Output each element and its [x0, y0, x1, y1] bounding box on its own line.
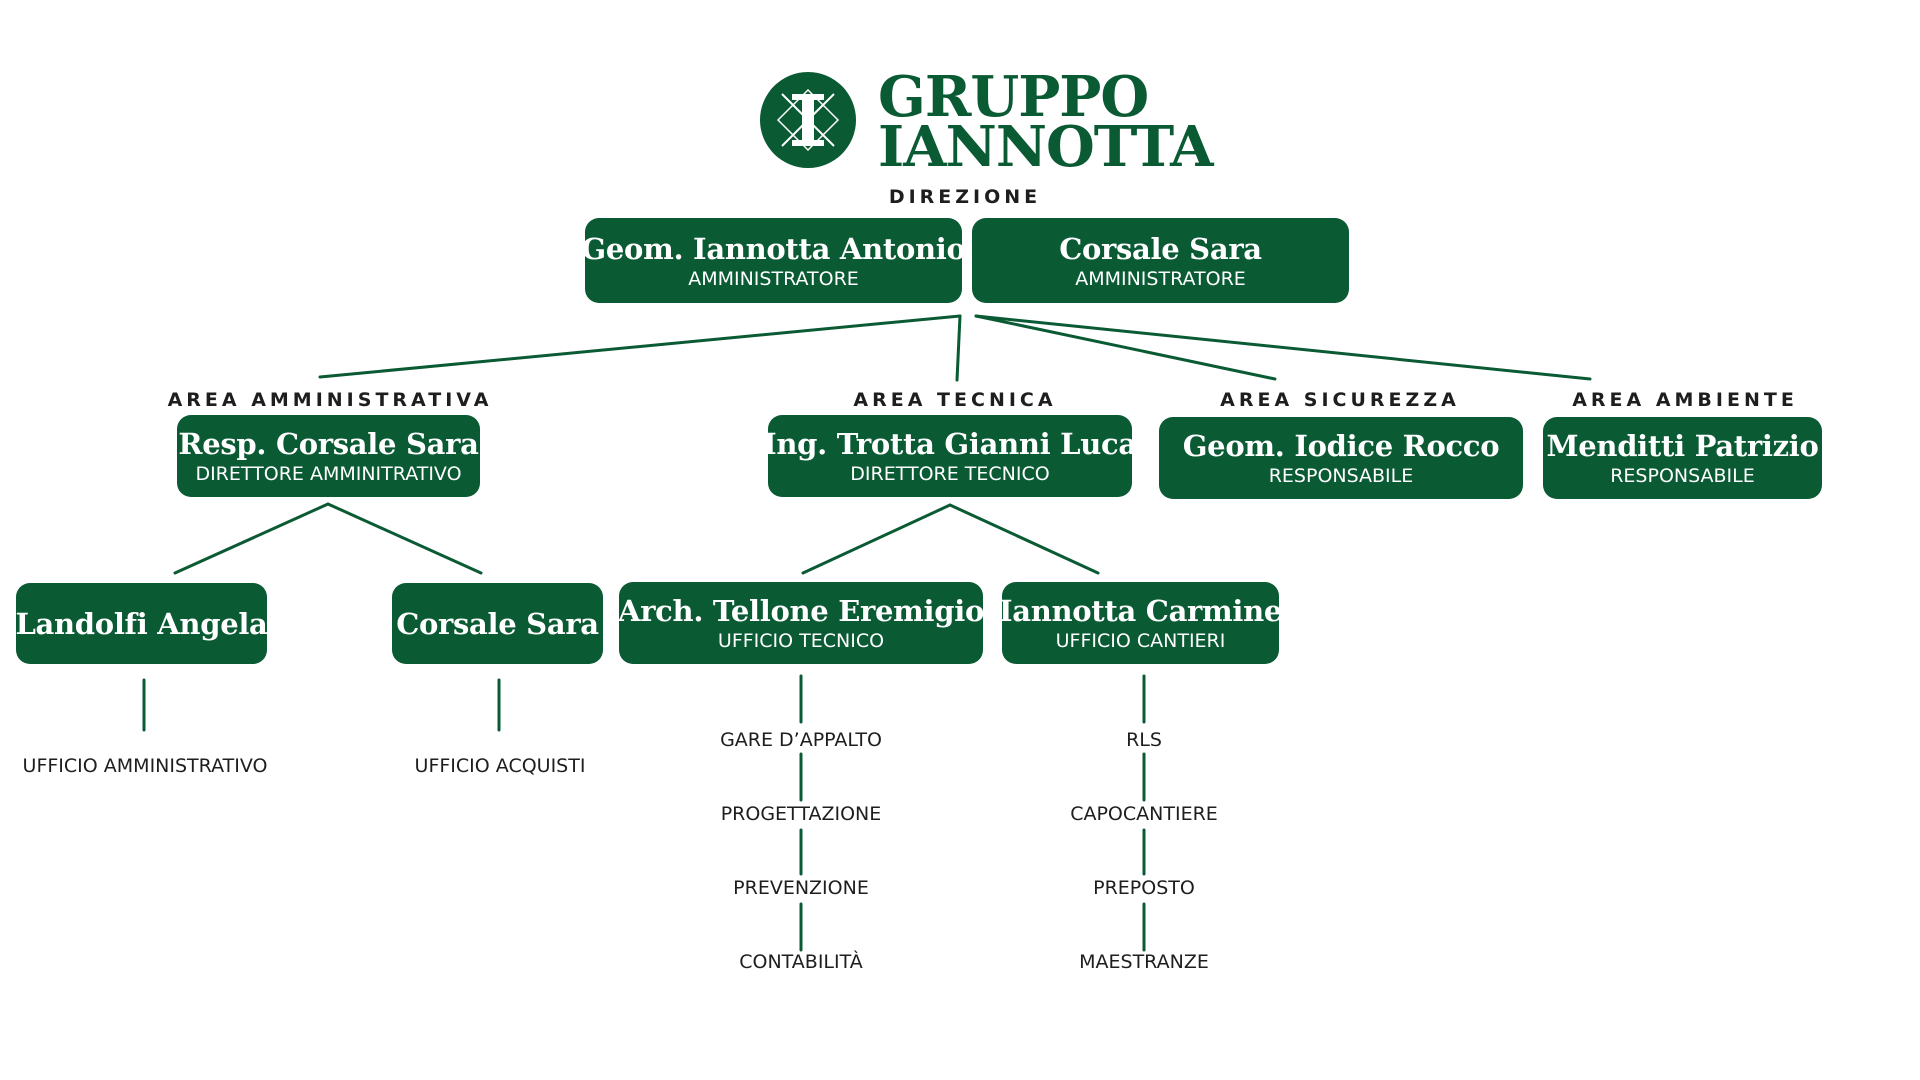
- ufficio-tecnico-item: CONTABILITÀ: [739, 951, 863, 973]
- brand-name-line1: GRUPPO: [878, 64, 1149, 130]
- staff-box-iannotta-carmine: Iannotta Carmine UFFICIO CANTIERI: [998, 582, 1283, 664]
- ufficio-tecnico-item: PREVENZIONE: [733, 877, 869, 899]
- person-name: Corsale Sara: [1059, 231, 1262, 266]
- direzione-person-box: Corsale Sara AMMINISTRATORE: [972, 218, 1349, 303]
- staff-box-corsale: Corsale Sara: [392, 583, 603, 664]
- person-role: DIRETTORE AMMINITRATIVO: [195, 463, 462, 485]
- person-role: RESPONSABILE: [1610, 465, 1755, 487]
- person-role: AMMINISTRATORE: [688, 267, 859, 290]
- connector-line: [326, 502, 483, 575]
- area-ambiente-label: AREA AMBIENTE: [1572, 389, 1798, 411]
- direzione-person-box: Geom. Iannotta Antonio AMMINISTRATORE: [581, 218, 966, 303]
- person-role: AMMINISTRATORE: [1075, 267, 1246, 290]
- monogram-i-icon: [760, 72, 856, 168]
- ufficio-cantieri-item: PREPOSTO: [1093, 877, 1195, 899]
- connector-line: [974, 314, 1592, 381]
- person-name: Landolfi Angela: [15, 606, 268, 641]
- connector-line: [801, 503, 952, 575]
- brand-logo: [760, 72, 856, 168]
- area-tecnica-label: AREA TECNICA: [853, 389, 1057, 411]
- connector-line: [173, 502, 330, 575]
- area-tecnica-head-box: Ing. Trotta Gianni Luca DIRETTORE TECNIC…: [763, 415, 1137, 497]
- connector-line: [955, 314, 962, 382]
- area-sicurezza-label: AREA SICUREZZA: [1220, 389, 1460, 411]
- connector-line: [948, 503, 1100, 575]
- person-name: Arch. Tellone Eremigio: [618, 594, 984, 628]
- staff-box-tellone: Arch. Tellone Eremigio UFFICIO TECNICO: [618, 582, 984, 664]
- ufficio-cantieri-item: CAPOCANTIERE: [1070, 803, 1218, 825]
- person-name: Corsale Sara: [396, 606, 599, 641]
- person-name: Geom. Iannotta Antonio: [581, 231, 966, 266]
- staff-box-landolfi: Landolfi Angela: [15, 583, 268, 664]
- connector-line: [974, 314, 1277, 381]
- office-label: UFFICIO AMMINISTRATIVO: [22, 755, 268, 777]
- person-name: Geom. Iodice Rocco: [1182, 429, 1500, 463]
- office-label: UFFICIO ACQUISTI: [414, 755, 586, 777]
- ufficio-tecnico-item: PROGETTAZIONE: [720, 803, 882, 825]
- connector-line: [318, 314, 962, 379]
- person-role: UFFICIO CANTIERI: [1055, 630, 1226, 652]
- ufficio-tecnico-item: GARE D’APPALTO: [720, 729, 882, 751]
- person-name: Menditti Patrizio: [1546, 429, 1819, 463]
- person-role: UFFICIO TECNICO: [717, 630, 885, 652]
- person-role: RESPONSABILE: [1268, 465, 1414, 487]
- area-sicurezza-head-box: Geom. Iodice Rocco RESPONSABILE: [1159, 417, 1523, 499]
- direzione-label: DIREZIONE: [888, 186, 1042, 208]
- area-amministrativa-label: AREA AMMINISTRATIVA: [167, 389, 493, 411]
- person-name: Resp. Corsale Sara: [178, 427, 479, 461]
- person-name: Iannotta Carmine: [998, 594, 1283, 628]
- area-ambiente-head-box: Menditti Patrizio RESPONSABILE: [1543, 417, 1822, 499]
- ufficio-cantieri-item: MAESTRANZE: [1079, 951, 1209, 973]
- person-role: DIRETTORE TECNICO: [850, 463, 1050, 485]
- ufficio-cantieri-item: RLS: [1126, 729, 1162, 751]
- area-amministrativa-head-box: Resp. Corsale Sara DIRETTORE AMMINITRATI…: [177, 415, 480, 497]
- person-name: Ing. Trotta Gianni Luca: [763, 427, 1137, 461]
- brand-name-line2: IANNOTTA: [878, 114, 1214, 180]
